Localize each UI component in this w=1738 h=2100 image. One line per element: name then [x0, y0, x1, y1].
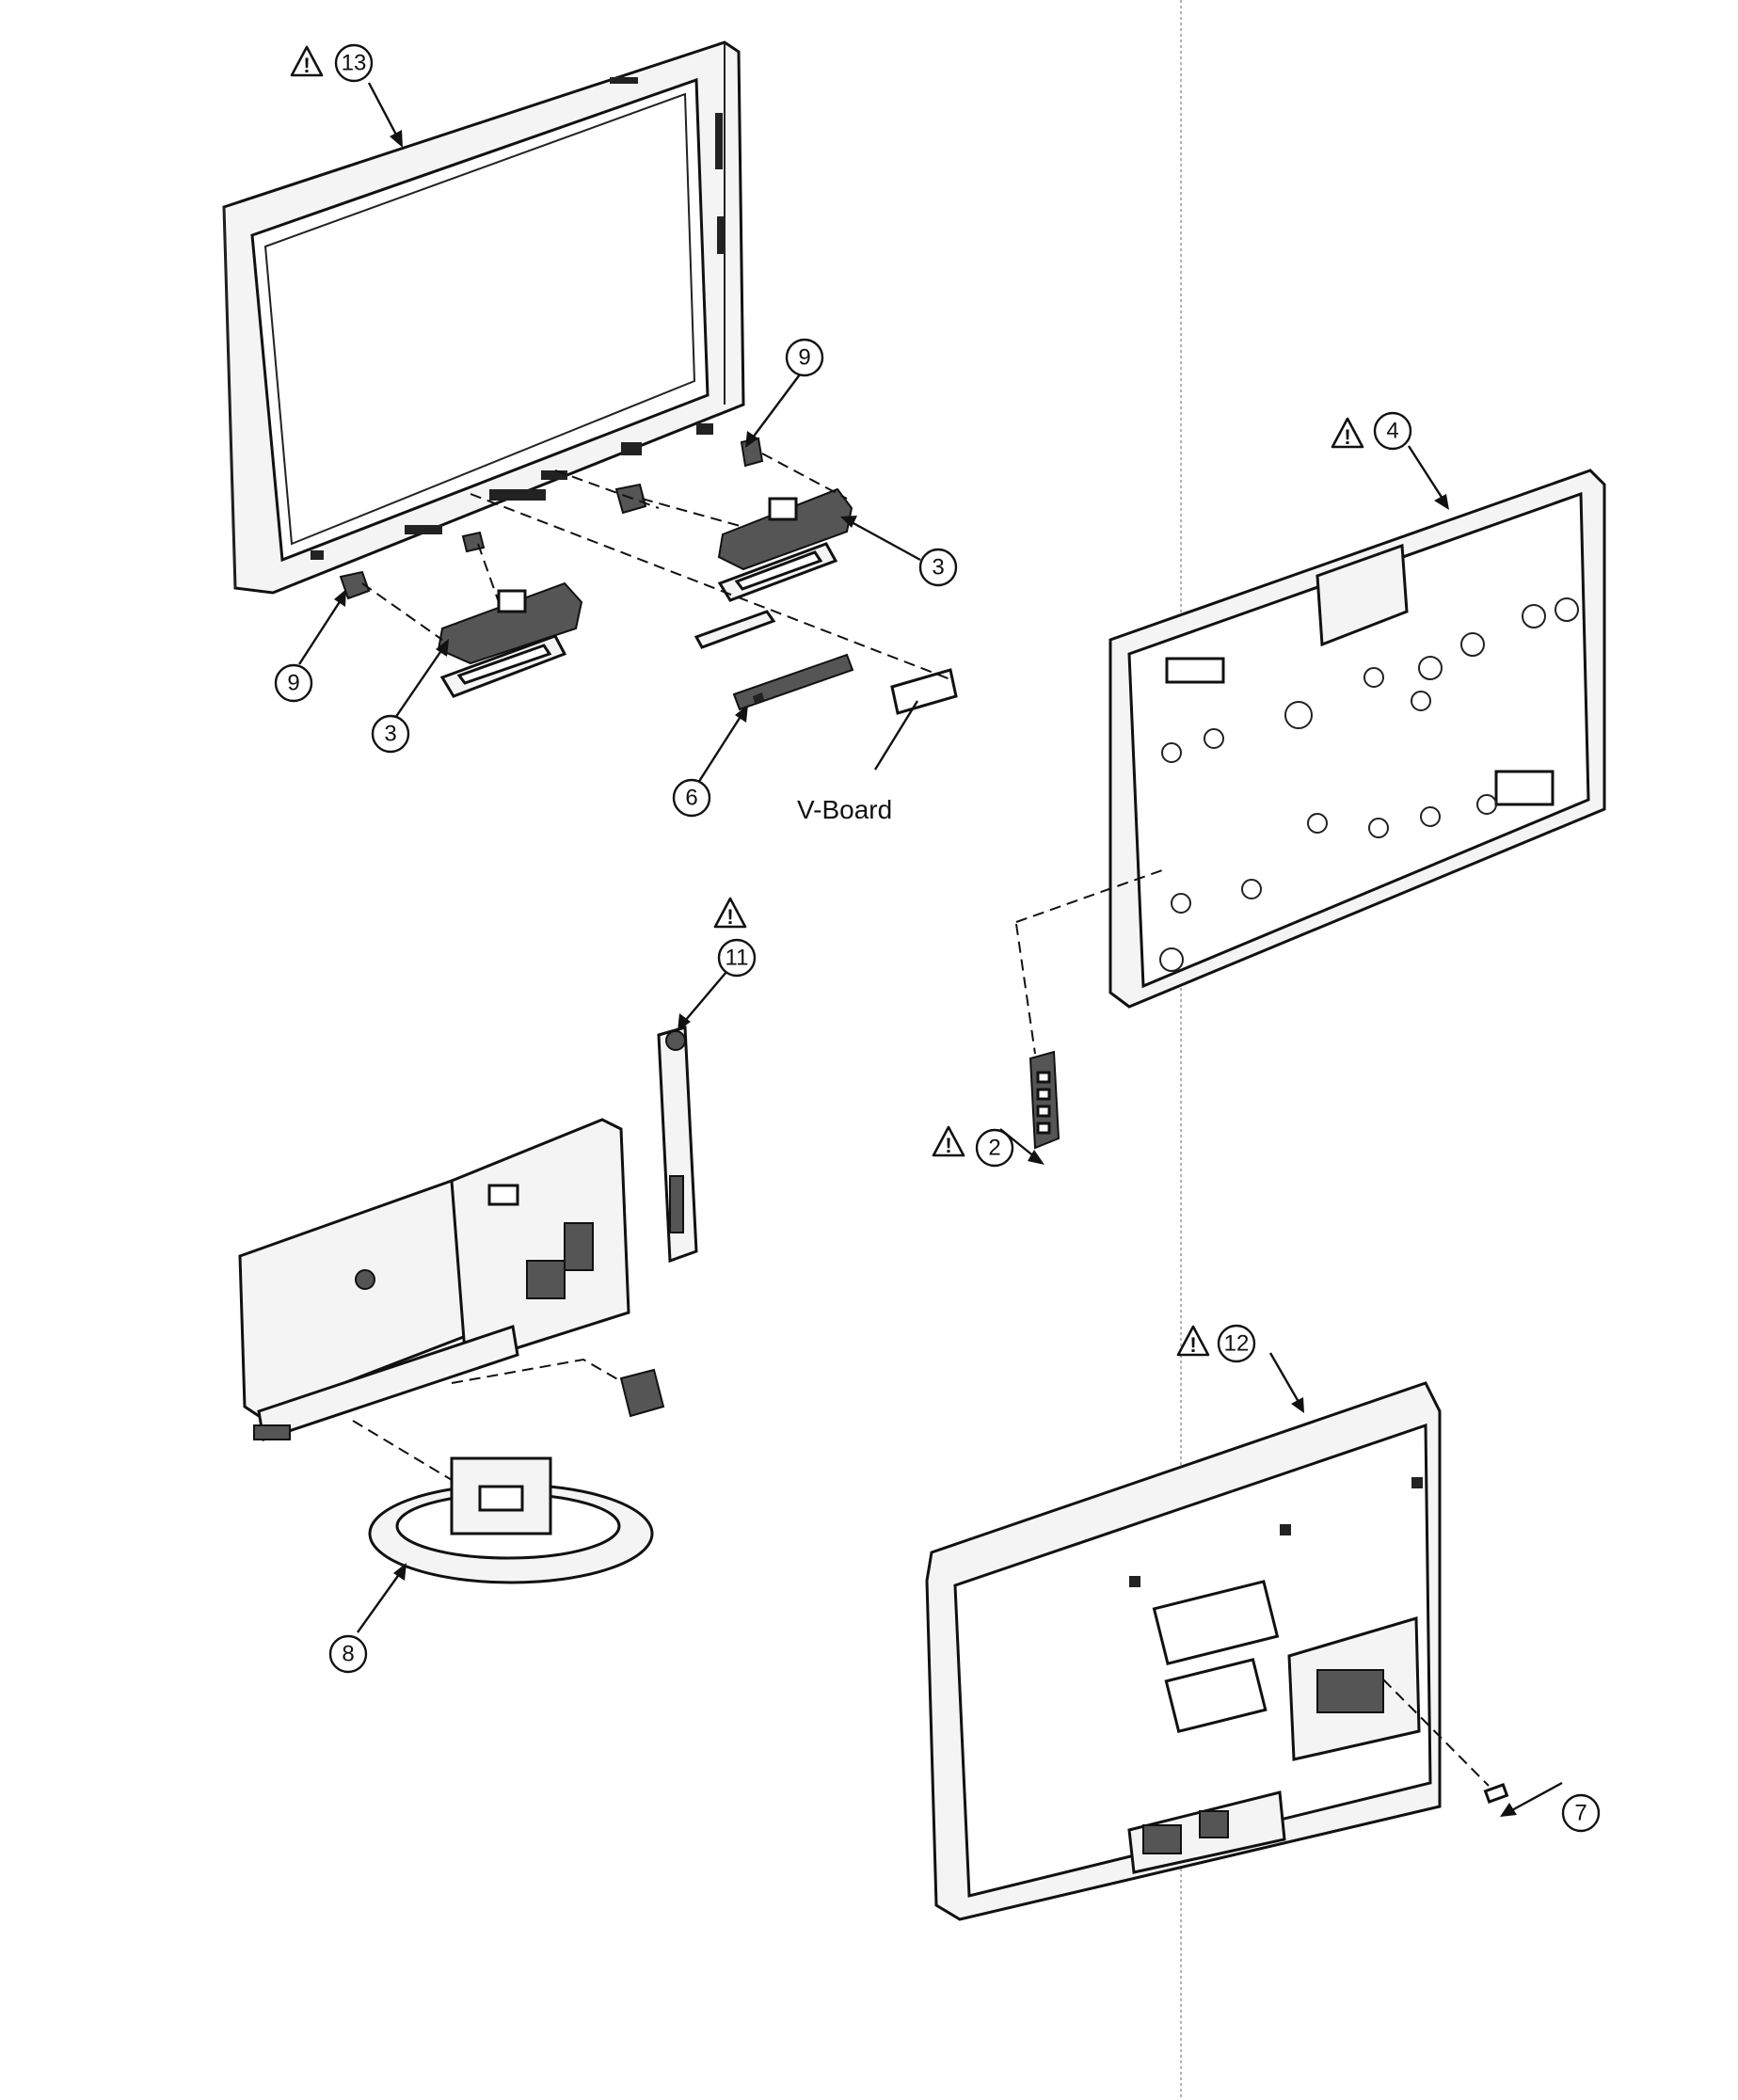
callout-4: 4 — [1373, 411, 1412, 451]
svg-text:3: 3 — [384, 722, 396, 747]
svg-text:9: 9 — [798, 345, 810, 371]
callout-11: 11 — [717, 938, 757, 978]
callout-9-left: 9 — [274, 663, 313, 703]
leader-lines — [297, 82, 1563, 1817]
assembly-lines-side — [1015, 869, 1163, 1055]
side-connector-part — [1028, 1050, 1060, 1150]
svg-text:7: 7 — [1574, 1801, 1587, 1826]
callout-8: 8 — [328, 1634, 368, 1674]
callout-2: 2 — [975, 1128, 1014, 1168]
svg-text:!: ! — [1344, 425, 1350, 449]
svg-text:9: 9 — [287, 671, 299, 696]
svg-text:3: 3 — [932, 555, 944, 581]
svg-text:!: ! — [726, 905, 733, 929]
v-board-label: V-Board — [797, 795, 892, 824]
warning-icon-4: ! — [1331, 417, 1364, 449]
callout-3-left: 3 — [371, 714, 410, 754]
assembly-line-plug — [1382, 1678, 1490, 1787]
warning-icon-12: ! — [1176, 1325, 1210, 1357]
svg-text:!: ! — [303, 54, 310, 77]
rear-chassis-part — [1108, 469, 1606, 1009]
control-button-part — [694, 610, 854, 711]
callout-6: 6 — [672, 778, 711, 818]
callout-13: 13 — [334, 43, 374, 83]
io-bracket-part — [619, 1368, 665, 1418]
power-board-part — [657, 1026, 698, 1264]
svg-text:6: 6 — [685, 786, 697, 811]
svg-text:!: ! — [1189, 1333, 1196, 1357]
svg-text:8: 8 — [342, 1642, 354, 1667]
assembly-lines-top — [361, 453, 951, 680]
svg-text:!: ! — [945, 1134, 951, 1157]
rear-cover-part — [925, 1381, 1442, 1921]
callout-9-top: 9 — [785, 338, 824, 377]
speaker-right-part — [717, 487, 853, 602]
warning-icon-2: ! — [932, 1125, 965, 1157]
front-bezel-part — [222, 40, 745, 595]
warning-icon-13: ! — [290, 45, 324, 77]
speaker-left-part — [437, 581, 583, 698]
plug-part — [1483, 1783, 1509, 1804]
callout-7: 7 — [1561, 1793, 1601, 1833]
stand-part — [368, 1456, 654, 1584]
callout-12: 12 — [1217, 1324, 1256, 1363]
warning-icon-11: ! — [713, 897, 747, 929]
svg-text:4: 4 — [1386, 419, 1398, 444]
main-chassis-part — [238, 1118, 630, 1441]
svg-text:12: 12 — [1224, 1331, 1250, 1357]
v-board-part — [890, 668, 958, 715]
svg-text:2: 2 — [988, 1136, 1000, 1161]
callout-3-right: 3 — [918, 548, 958, 587]
svg-text:13: 13 — [342, 51, 367, 76]
svg-text:11: 11 — [725, 946, 749, 971]
